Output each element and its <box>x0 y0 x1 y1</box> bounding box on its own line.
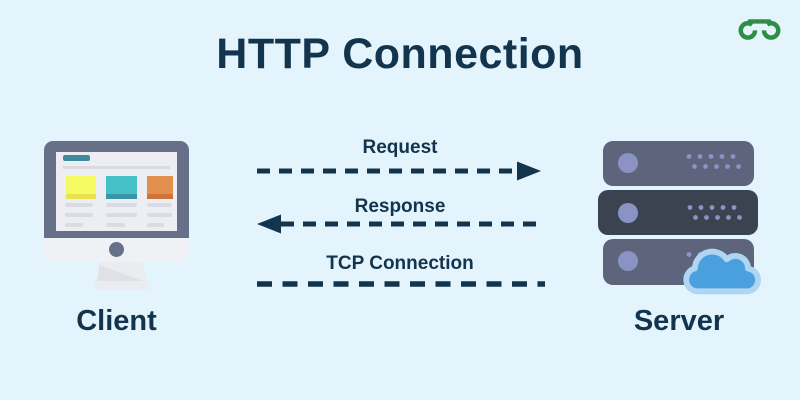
screen-divider <box>63 166 170 169</box>
request-arrow-icon <box>257 161 541 181</box>
monitor-stand-neck <box>97 262 146 282</box>
monitor-camera-dot <box>109 242 124 257</box>
monitor-bezel <box>44 141 189 238</box>
monitor-chin <box>44 238 189 262</box>
server-label: Server <box>633 305 725 337</box>
cloud-icon <box>683 248 761 295</box>
server-unit-middle <box>598 190 758 235</box>
screen-card-orange <box>147 176 173 199</box>
response-label: Response <box>354 196 446 217</box>
screen-text-line <box>65 213 93 217</box>
screen-text-line <box>106 223 125 227</box>
request-label: Request <box>362 137 438 158</box>
screen-text-line <box>147 223 164 227</box>
screen-card-teal <box>106 176 137 199</box>
monitor-screen <box>56 152 177 231</box>
monitor-stand-base <box>94 281 149 290</box>
screen-text-line <box>106 203 137 207</box>
screen-card-yellow <box>66 176 96 199</box>
response-arrow-icon <box>257 214 544 234</box>
geeksforgeeks-logo-icon <box>738 19 781 40</box>
tcp-connection-label: TCP Connection <box>326 253 474 274</box>
client-label: Client <box>76 305 157 337</box>
server-led-dots-icon <box>686 154 741 169</box>
server-led-dots-icon <box>687 205 742 220</box>
screen-text-line <box>147 213 172 217</box>
page-title: HTTP Connection <box>216 30 584 78</box>
tcp-connection-line-icon <box>257 281 545 287</box>
screen-titlebar <box>63 155 90 161</box>
server-bay-circle <box>618 203 638 223</box>
screen-text-line <box>106 213 137 217</box>
screen-text-line <box>147 203 172 207</box>
server-bay-circle <box>618 251 638 271</box>
server-bay-circle <box>618 153 638 173</box>
screen-text-line <box>65 203 93 207</box>
server-unit-top <box>603 141 754 186</box>
screen-text-line <box>65 223 83 227</box>
